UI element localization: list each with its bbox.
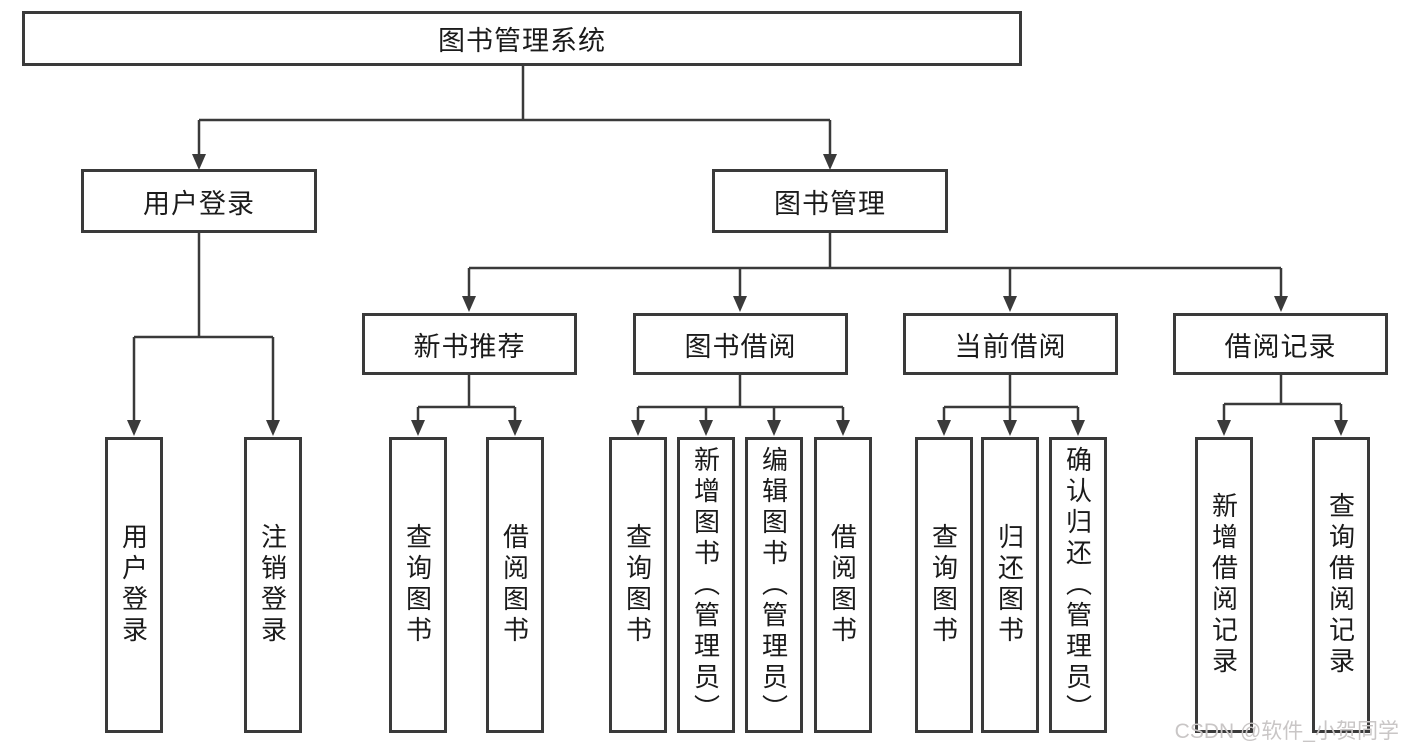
node-current-borrow-label: 当前借阅 (954, 331, 1067, 362)
node-user-login-label: 用户登录 (143, 188, 255, 219)
leaf-logout-label: 注销登录 (257, 523, 288, 647)
leaf-return-books: 归还图书 (981, 437, 1039, 733)
arrowhead-br-add (1217, 420, 1231, 436)
arrowhead-bb-borrow (836, 420, 850, 436)
leaf-rec-borrow-books-label: 借阅图书 (499, 523, 530, 647)
connector-current-borrow-to-children (937, 375, 1085, 436)
connector-book-borrow-to-children (631, 375, 850, 436)
csdn-watermark: CSDN @软件_小贺同学 (1174, 720, 1399, 743)
node-book-mgmt-label: 图书管理 (774, 188, 886, 219)
root-node-label: 图书管理系统 (438, 26, 606, 56)
node-new-book-rec: 新书推荐 (362, 313, 577, 375)
leaf-add-books-admin-label: 新增图书（管理员） (690, 445, 721, 725)
leaf-rec-query-books: 查询图书 (389, 437, 447, 733)
leaf-query-borrow-record-label: 查询借阅记录 (1325, 492, 1356, 678)
connector-borrow-record-to-children (1217, 375, 1348, 436)
node-new-book-rec-label: 新书推荐 (413, 331, 526, 362)
arrowhead-user-login (192, 154, 206, 170)
connector-new-book-rec-to-children (411, 375, 522, 436)
leaf-user-login-label: 用户登录 (118, 523, 149, 647)
arrowhead-current-borrow (1003, 296, 1017, 312)
connector-root-to-children (192, 66, 837, 170)
arrowhead-cb-return (1003, 420, 1017, 436)
leaf-logout: 注销登录 (244, 437, 302, 733)
arrowhead-bb-add (699, 420, 713, 436)
arrowhead-new-book-rec (462, 296, 476, 312)
leaf-rec-borrow-books: 借阅图书 (486, 437, 544, 733)
arrowhead-br-query (1334, 420, 1348, 436)
arrowhead-cb-confirm (1071, 420, 1085, 436)
arrowhead-borrow-record (1274, 296, 1288, 312)
leaf-add-borrow-record-label: 新增借阅记录 (1208, 492, 1239, 678)
arrowhead-leaf-user-login (127, 420, 141, 436)
connector-book-mgmt-to-children (462, 233, 1288, 312)
leaf-add-books-admin: 新增图书（管理员） (677, 437, 735, 733)
leaf-return-books-label: 归还图书 (994, 523, 1025, 647)
leaf-current-query-books-label: 查询图书 (928, 523, 959, 647)
leaf-borrow-query-books: 查询图书 (609, 437, 667, 733)
arrowhead-book-borrow (733, 296, 747, 312)
node-borrow-record: 借阅记录 (1173, 313, 1388, 375)
node-book-borrow: 图书借阅 (633, 313, 848, 375)
leaf-confirm-return-admin: 确认归还（管理员） (1049, 437, 1107, 733)
leaf-borrow-query-books-label: 查询图书 (622, 523, 653, 647)
leaf-user-login: 用户登录 (105, 437, 163, 733)
node-borrow-record-label: 借阅记录 (1224, 331, 1337, 362)
node-user-login: 用户登录 (81, 169, 317, 233)
leaf-borrow-books: 借阅图书 (814, 437, 872, 733)
arrowhead-cb-query (937, 420, 951, 436)
arrowhead-bb-query (631, 420, 645, 436)
arrowhead-rec-borrow (508, 420, 522, 436)
leaf-borrow-books-label: 借阅图书 (827, 523, 858, 647)
leaf-add-borrow-record: 新增借阅记录 (1195, 437, 1253, 733)
arrowhead-book-mgmt (823, 154, 837, 170)
arrowhead-leaf-logout (266, 420, 280, 436)
connector-user-login-to-children (127, 233, 280, 436)
leaf-current-query-books: 查询图书 (915, 437, 973, 733)
node-book-mgmt: 图书管理 (712, 169, 948, 233)
leaf-query-borrow-record: 查询借阅记录 (1312, 437, 1370, 733)
arrowhead-rec-query (411, 420, 425, 436)
leaf-edit-books-admin: 编辑图书（管理员） (745, 437, 803, 733)
leaf-rec-query-books-label: 查询图书 (402, 523, 433, 647)
node-current-borrow: 当前借阅 (903, 313, 1118, 375)
leaf-confirm-return-admin-label: 确认归还（管理员） (1062, 445, 1093, 725)
node-book-borrow-label: 图书借阅 (684, 331, 797, 362)
root-node: 图书管理系统 (22, 11, 1022, 66)
leaf-edit-books-admin-label: 编辑图书（管理员） (758, 445, 789, 725)
arrowhead-bb-edit (767, 420, 781, 436)
